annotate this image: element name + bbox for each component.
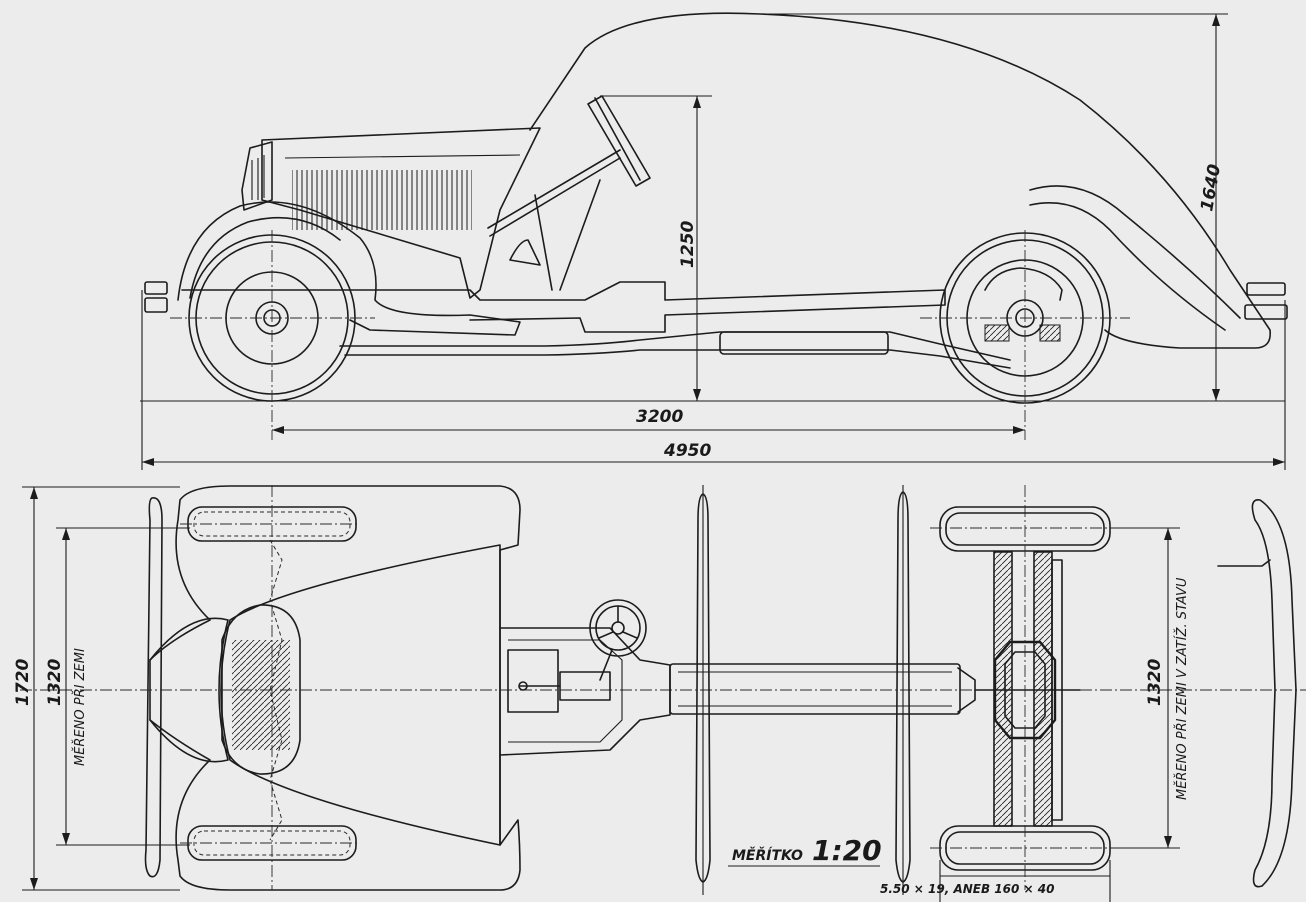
chassis-frame	[181, 281, 946, 333]
dim-front-track: 1320	[45, 659, 65, 706]
bonnet	[261, 127, 541, 299]
body-roof-outline	[529, 12, 1272, 349]
dim-overall-length: 4950	[663, 441, 711, 461]
scale-value: 1:20	[812, 834, 882, 867]
front-track-note: MĚŘENO PŘI ZEMI	[72, 648, 88, 766]
steering-wheel-plan	[589, 599, 647, 681]
front-bumper-plan	[144, 497, 163, 878]
scale-label: MĚŘÍTKO	[732, 847, 803, 864]
side-view: 1250 1640 3200 4950	[140, 12, 1288, 470]
rear-wheel-side	[920, 230, 1130, 440]
rear-track-note: MĚŘENO PŘI ZEMI V ZATÍŽ. STAVU	[1174, 577, 1190, 800]
rear-bumper-plan	[1251, 499, 1297, 888]
front-axle-plan	[269, 539, 283, 841]
rear-bumper-side	[1246, 282, 1286, 296]
dim-wheelbase: 3200	[636, 407, 683, 427]
tyre-size-note: 5.50 × 19, ANEB 160 × 40	[880, 882, 1054, 896]
fuel-tank-plan	[669, 663, 961, 715]
radiator-grille	[241, 141, 273, 211]
gearbox-plan	[507, 649, 559, 713]
dim-overall-width: 1720	[13, 659, 33, 706]
fuel-tank-side	[719, 331, 889, 355]
front-wheel-side	[170, 230, 375, 440]
dim-height-to-steering: 1250	[678, 221, 698, 268]
brake-lever	[534, 194, 553, 291]
radiator-plan	[221, 604, 301, 775]
dim-rear-track: 1320	[1145, 659, 1165, 706]
bonnet-louvres	[292, 170, 472, 230]
steering-column	[594, 97, 641, 181]
front-bumper-side	[144, 281, 168, 295]
chassis-frame-plan	[499, 627, 671, 756]
rear-fender	[1029, 185, 1241, 319]
front-fender	[177, 201, 521, 336]
plan-view-rear: 1320 MĚŘENO PŘI ZEMI V ZATÍŽ. STAVU 5.50…	[669, 485, 1297, 902]
dim-overall-height: 1640	[1197, 163, 1225, 213]
rear-axle-plan	[974, 551, 1081, 827]
plan-view-front: 1720 1320 MĚŘENO PŘI ZEMI	[13, 485, 1306, 891]
scale-block: MĚŘÍTKO 1:20	[728, 834, 882, 867]
gear-lever	[559, 179, 601, 291]
front-fenders-plan	[149, 485, 521, 891]
